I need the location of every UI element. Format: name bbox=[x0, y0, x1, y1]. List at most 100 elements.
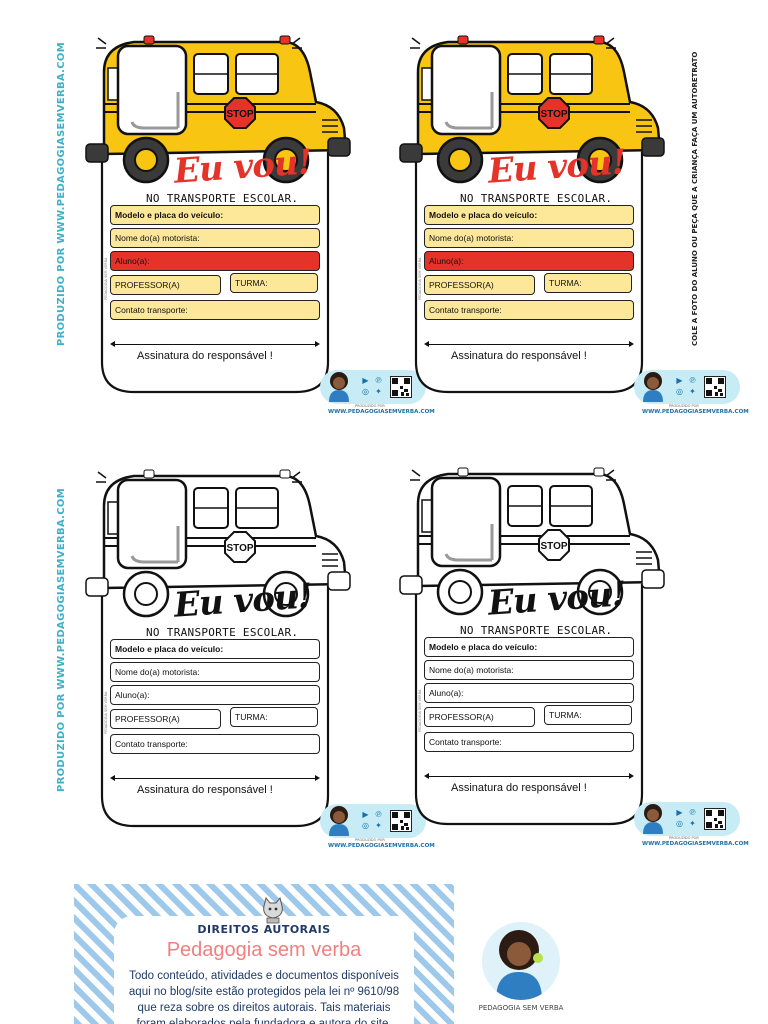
card-title: Eu vou! bbox=[172, 142, 313, 192]
contact-field[interactable]: Contato transporte: bbox=[110, 300, 320, 320]
badge-small-text: PRODUZIDO POR bbox=[355, 838, 385, 842]
class-field[interactable]: TURMA: bbox=[544, 273, 632, 293]
vehicle-field[interactable]: Modelo e placa do veículo: bbox=[110, 639, 320, 659]
youtube-icon[interactable]: ▶ bbox=[676, 376, 683, 385]
copyright-box: DIREITOS AUTORAIS Pedagogia sem verba To… bbox=[74, 884, 454, 1024]
teacher-field[interactable]: PROFESSOR(A) bbox=[424, 275, 535, 295]
brand-badge: ▶ ℗ ◎ ✦ PRODUZIDO POR WWW.PEDAGOGIASEMVE… bbox=[634, 370, 749, 416]
driver-field[interactable]: Nome do(a) motorista: bbox=[110, 662, 320, 682]
teacher-field[interactable]: PROFESSOR(A) bbox=[110, 275, 221, 295]
signature-line bbox=[424, 341, 634, 347]
teacher-field[interactable]: PROFESSOR(A) bbox=[110, 709, 221, 729]
driver-field[interactable]: Nome do(a) motorista: bbox=[110, 228, 320, 248]
badge-small-text: PRODUZIDO POR bbox=[669, 404, 699, 408]
bus-card-bottom-left: STOP Eu vou! NO TRANSPORTE ESCOLAR. Mode… bbox=[84, 466, 354, 866]
photo-frame bbox=[430, 44, 502, 136]
copyright-heading: DIREITOS AUTORAIS bbox=[197, 923, 331, 936]
photo-instruction: COLE A FOTO DO ALUNO OU PEÇA QUE A CRIAN… bbox=[691, 51, 699, 346]
avatar bbox=[329, 372, 349, 402]
author-label: PEDAGOGIA SEM VERBA bbox=[478, 1004, 564, 1012]
svg-text:STOP: STOP bbox=[226, 109, 253, 120]
signature-label: Assinatura do responsável ! bbox=[451, 350, 587, 362]
social-icons: ▶ ℗ ◎ ✦ bbox=[674, 376, 698, 396]
card-title: Eu vou! bbox=[486, 574, 627, 624]
pinterest-icon[interactable]: ℗ bbox=[374, 376, 383, 385]
instagram-icon[interactable]: ◎ bbox=[362, 821, 369, 830]
contact-field[interactable]: Contato transporte: bbox=[424, 300, 634, 320]
copyright-body: Todo conteúdo, atividades e documentos d… bbox=[128, 970, 400, 1024]
class-field[interactable]: TURMA: bbox=[544, 705, 632, 725]
qr-code-icon[interactable] bbox=[704, 808, 726, 830]
badge-url[interactable]: WWW.PEDAGOGIASEMVERBA.COM bbox=[642, 409, 749, 415]
twitter-icon[interactable]: ✦ bbox=[375, 387, 382, 396]
tiny-credit: PEDAGOGIA SEM VERBA bbox=[418, 257, 422, 300]
bus-card-top-right: STOP Eu vou! NO TRANSPORTE ESCOLAR. Mode… bbox=[398, 32, 668, 432]
student-field[interactable]: Aluno(a): bbox=[424, 251, 634, 271]
contact-field[interactable]: Contato transporte: bbox=[110, 734, 320, 754]
svg-text:STOP: STOP bbox=[540, 541, 567, 552]
vehicle-field[interactable]: Modelo e placa do veículo: bbox=[110, 205, 320, 225]
twitter-icon[interactable]: ✦ bbox=[689, 819, 696, 828]
badge-url[interactable]: WWW.PEDAGOGIASEMVERBA.COM bbox=[328, 843, 435, 849]
card-subtitle: NO TRANSPORTE ESCOLAR. bbox=[146, 192, 299, 205]
avatar bbox=[643, 804, 663, 834]
tiny-credit: PEDAGOGIA SEM VERBA bbox=[104, 257, 108, 300]
pinterest-icon[interactable]: ℗ bbox=[374, 810, 383, 819]
instagram-icon[interactable]: ◎ bbox=[362, 387, 369, 396]
pinterest-icon[interactable]: ℗ bbox=[688, 376, 697, 385]
signature-label: Assinatura do responsável ! bbox=[451, 782, 587, 794]
student-field[interactable]: Aluno(a): bbox=[424, 683, 634, 703]
instagram-icon[interactable]: ◎ bbox=[676, 387, 683, 396]
signature-line bbox=[110, 341, 320, 347]
teacher-field[interactable]: PROFESSOR(A) bbox=[424, 707, 535, 727]
avatar bbox=[643, 372, 663, 402]
signature-label: Assinatura do responsável ! bbox=[137, 350, 273, 362]
social-icons: ▶ ℗ ◎ ✦ bbox=[360, 376, 384, 396]
class-field[interactable]: TURMA: bbox=[230, 707, 318, 727]
brand-badge: ▶ ℗ ◎ ✦ PRODUZIDO POR WWW.PEDAGOGIASEMVE… bbox=[320, 370, 435, 416]
contact-field[interactable]: Contato transporte: bbox=[424, 732, 634, 752]
social-icons: ▶ ℗ ◎ ✦ bbox=[674, 808, 698, 828]
student-field[interactable]: Aluno(a): bbox=[110, 251, 320, 271]
author-avatar bbox=[482, 922, 560, 1000]
tiny-credit: PEDAGOGIA SEM VERBA bbox=[104, 691, 108, 734]
card-title: Eu vou! bbox=[172, 576, 313, 626]
qr-code-icon[interactable] bbox=[704, 376, 726, 398]
svg-text:STOP: STOP bbox=[226, 543, 253, 554]
bus-card-bottom-right: STOP Eu vou! NO TRANSPORTE ESCOLAR. Mode… bbox=[398, 464, 668, 864]
badge-url[interactable]: WWW.PEDAGOGIASEMVERBA.COM bbox=[642, 841, 749, 847]
photo-frame bbox=[116, 478, 188, 570]
twitter-icon[interactable]: ✦ bbox=[689, 387, 696, 396]
instagram-icon[interactable]: ◎ bbox=[676, 819, 683, 828]
vehicle-field[interactable]: Modelo e placa do veículo: bbox=[424, 637, 634, 657]
brand-badge: ▶ ℗ ◎ ✦ PRODUZIDO POR WWW.PEDAGOGIASEMVE… bbox=[634, 802, 749, 848]
cat-mascot-icon bbox=[263, 896, 283, 924]
youtube-icon[interactable]: ▶ bbox=[362, 810, 369, 819]
card-title: Eu vou! bbox=[486, 142, 627, 192]
social-icons: ▶ ℗ ◎ ✦ bbox=[360, 810, 384, 830]
driver-field[interactable]: Nome do(a) motorista: bbox=[424, 228, 634, 248]
signature-line bbox=[424, 773, 634, 779]
twitter-icon[interactable]: ✦ bbox=[375, 821, 382, 830]
qr-code-icon[interactable] bbox=[390, 376, 412, 398]
badge-url[interactable]: WWW.PEDAGOGIASEMVERBA.COM bbox=[328, 409, 435, 415]
brand-badge: ▶ ℗ ◎ ✦ PRODUZIDO POR WWW.PEDAGOGIASEMVE… bbox=[320, 804, 435, 850]
side-credit-top: PRODUZIDO POR WWW.PEDAGOGIASEMVERBA.COM bbox=[56, 42, 67, 346]
youtube-icon[interactable]: ▶ bbox=[362, 376, 369, 385]
qr-code-icon[interactable] bbox=[390, 810, 412, 832]
youtube-icon[interactable]: ▶ bbox=[676, 808, 683, 817]
photo-frame bbox=[430, 476, 502, 568]
bus-card-top-left: STOP Eu vou! NO TRANSPORTE ESCOLAR. Mode… bbox=[84, 32, 354, 432]
bus-illustration: STOP bbox=[85, 469, 351, 828]
vehicle-field[interactable]: Modelo e placa do veículo: bbox=[424, 205, 634, 225]
card-subtitle: NO TRANSPORTE ESCOLAR. bbox=[460, 624, 613, 637]
driver-field[interactable]: Nome do(a) motorista: bbox=[424, 660, 634, 680]
signature-label: Assinatura do responsável ! bbox=[137, 784, 273, 796]
pinterest-icon[interactable]: ℗ bbox=[688, 808, 697, 817]
badge-small-text: PRODUZIDO POR bbox=[669, 836, 699, 840]
avatar bbox=[329, 806, 349, 836]
class-field[interactable]: TURMA: bbox=[230, 273, 318, 293]
card-subtitle: NO TRANSPORTE ESCOLAR. bbox=[460, 192, 613, 205]
copyright-panel bbox=[114, 916, 414, 1024]
student-field[interactable]: Aluno(a): bbox=[110, 685, 320, 705]
